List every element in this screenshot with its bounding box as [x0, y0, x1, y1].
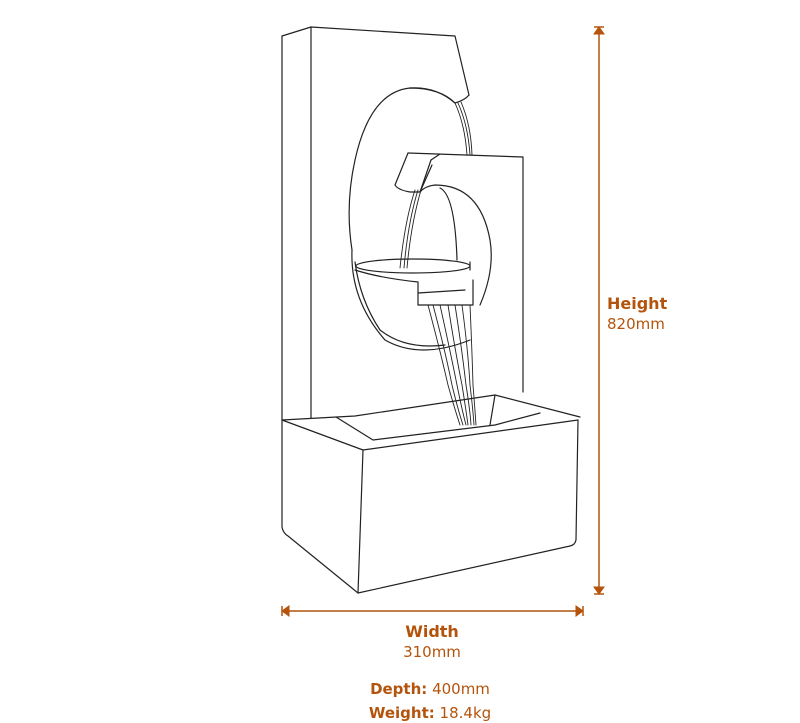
- weight-title: Weight:: [368, 704, 435, 722]
- height-title: Height: [607, 294, 668, 313]
- weight-label: Weight: 18.4kg: [330, 703, 530, 723]
- back-slab: [281, 26, 471, 421]
- weight-value: 18.4kg: [439, 704, 492, 722]
- width-title: Width: [405, 622, 459, 641]
- width-value: 310mm: [403, 643, 461, 661]
- water-streams: [399, 101, 477, 426]
- height-value: 820mm: [607, 315, 665, 333]
- upper-basin: [354, 258, 474, 347]
- width-label: Width 310mm: [360, 622, 504, 662]
- height-dimension-line: [593, 26, 605, 595]
- height-label: Height 820mm: [607, 294, 667, 334]
- base-trough: [281, 394, 581, 594]
- depth-label: Depth: 400mm: [330, 679, 530, 699]
- depth-title: Depth:: [370, 680, 428, 698]
- middle-slab: [394, 152, 524, 393]
- depth-value: 400mm: [432, 680, 490, 698]
- width-dimension-line: [281, 605, 584, 617]
